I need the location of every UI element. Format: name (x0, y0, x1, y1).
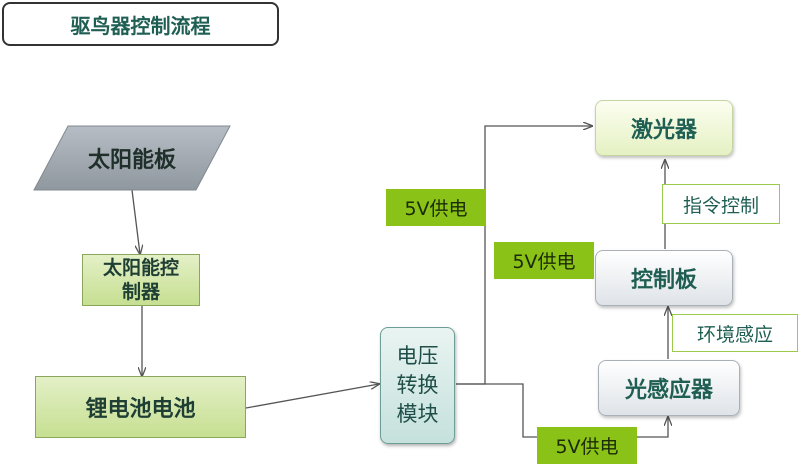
solar-panel-label: 太阳能板 (87, 148, 176, 173)
label-environment-sensing: 环境感应 (672, 314, 798, 352)
edge-panel-to-controller (131, 189, 140, 254)
node-voltage-converter: 电压 转换 模块 (380, 327, 455, 444)
node-control-board: 控制板 (595, 250, 733, 306)
label-command-control: 指令控制 (662, 184, 780, 224)
node-solar-panel (33, 125, 231, 191)
label-power-to-sensor: 5V供电 (537, 427, 637, 464)
label-power-to-laser: 5V供电 (386, 189, 486, 226)
node-solar-controller: 太阳能控 制器 (82, 254, 200, 306)
node-lithium-battery: 锂电池电池 (35, 376, 246, 438)
diagram-title: 驱鸟器控制流程 (2, 2, 279, 46)
edge-battery-to-converter (245, 384, 379, 409)
node-laser: 激光器 (595, 100, 733, 156)
label-power-to-board: 5V供电 (494, 242, 594, 279)
edge-converter-to-sensor (456, 383, 668, 438)
node-light-sensor: 光感应器 (598, 360, 740, 416)
